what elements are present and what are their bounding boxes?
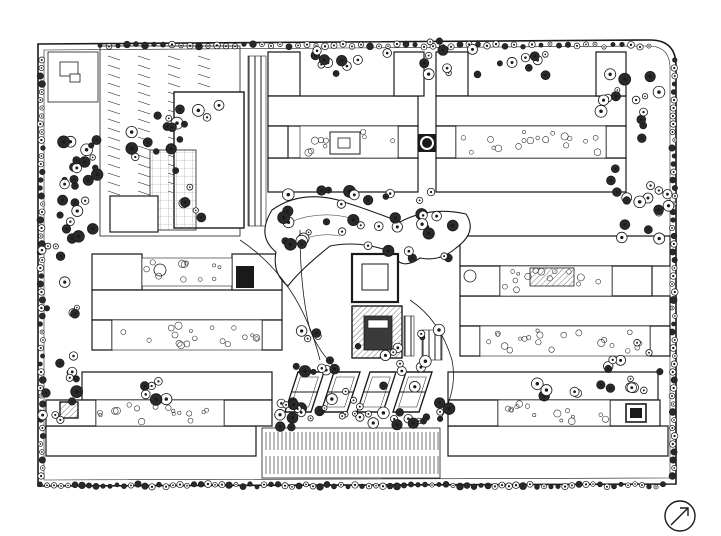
north-arrow-icon <box>664 500 696 532</box>
perimeter-planting <box>36 40 679 491</box>
parking-lot-south <box>261 427 441 479</box>
apartment-buildings <box>45 51 671 457</box>
courtyard-features <box>59 131 647 423</box>
community-center <box>350 252 443 361</box>
landscape-trees <box>37 37 675 432</box>
